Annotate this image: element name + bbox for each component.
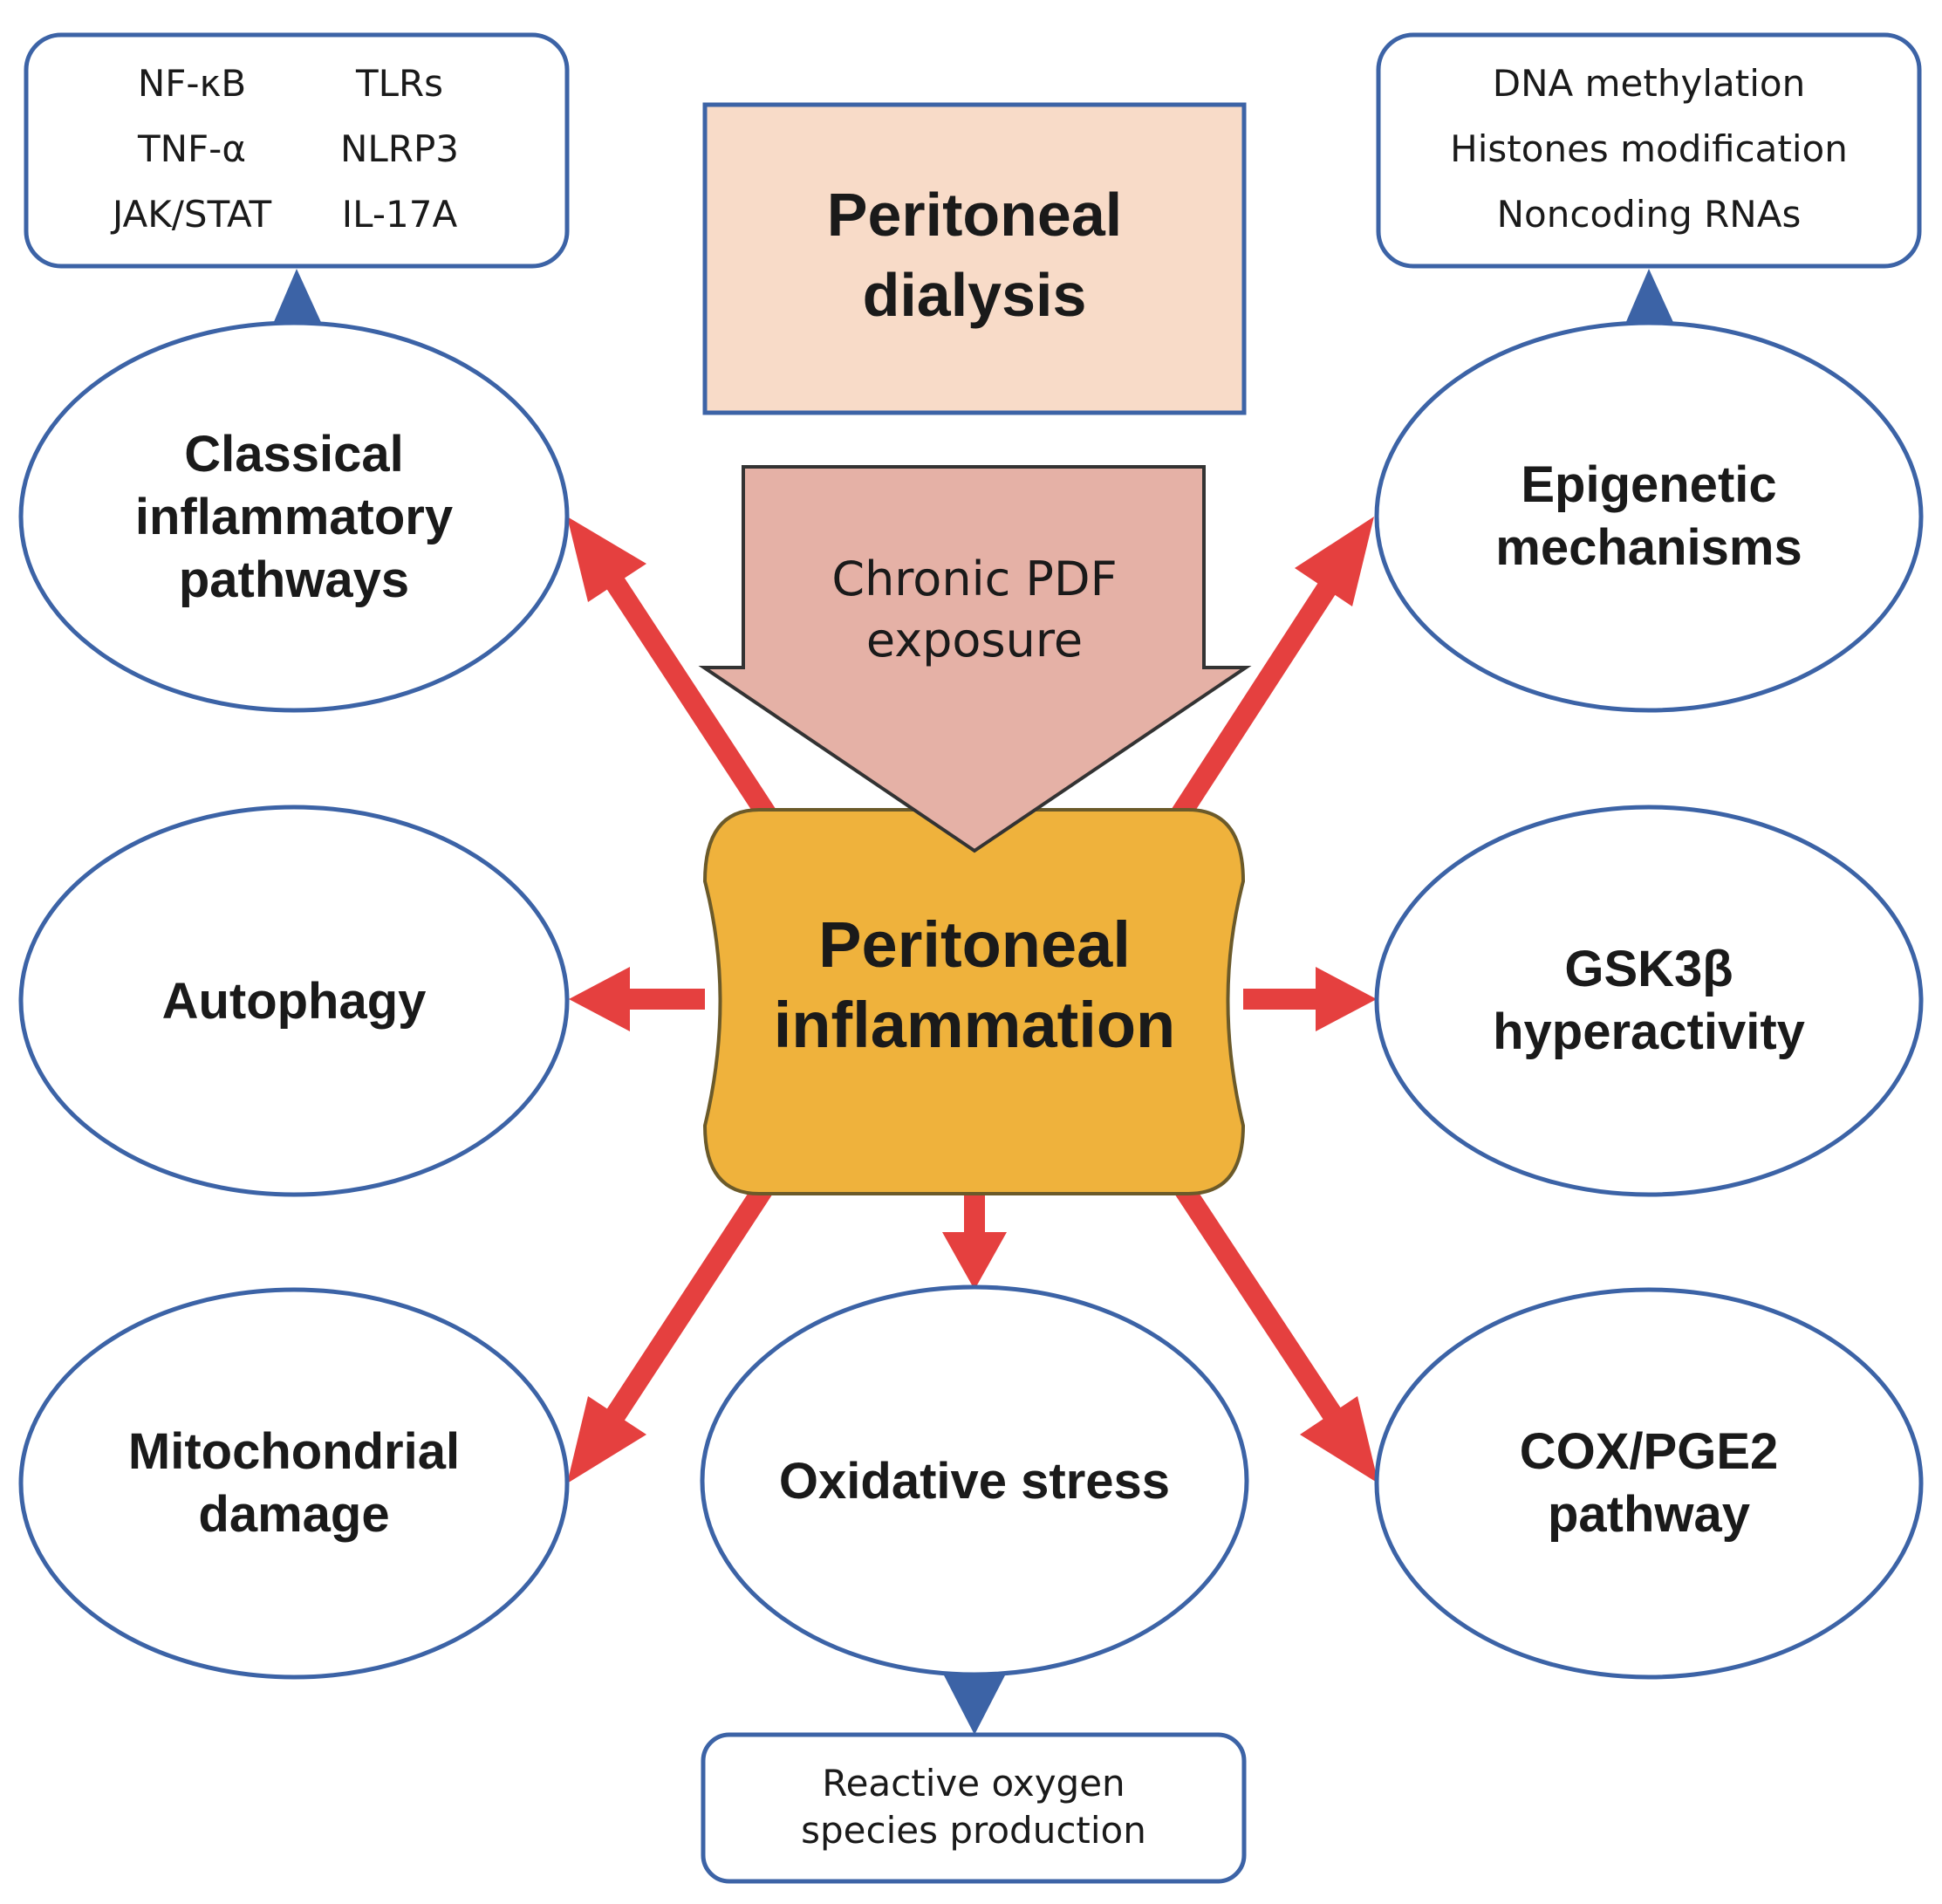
epigenetic-mechanisms-line2: mechanisms	[1495, 519, 1802, 576]
classical-detail-nlrp3: NLRP3	[340, 127, 459, 170]
oxidative-stress-label: Oxidative stress	[779, 1453, 1170, 1510]
oxidative-details-box: Reactive oxygen species production	[701, 1732, 1247, 1884]
oxidative-stress-ellipse	[700, 1284, 1249, 1677]
mitochondrial-damage-line1: Mitochondrial	[128, 1423, 460, 1480]
epigenetic-details-box: DNA methylation Histones modification No…	[1376, 32, 1922, 269]
cox-pge2-pathway-line1: COX/PGE2	[1520, 1423, 1779, 1480]
mitochondrial-damage-ellipse	[18, 1287, 570, 1680]
epigenetic-mechanisms-node: Epigenetic mechanisms	[1374, 320, 1924, 713]
arrow-to-epigenetic	[1170, 517, 1374, 822]
autophagy-ellipse	[18, 805, 570, 1197]
mitochondrial-damage-line2: damage	[198, 1486, 389, 1543]
mitochondrial-damage-node: Mitochondrial damage	[18, 1287, 570, 1680]
classical-detail-tnfa: TNF-α	[137, 127, 246, 170]
epigenetic-mechanisms-ellipse	[1374, 320, 1924, 713]
chronic-pdf-exposure-line2: exposure	[866, 613, 1083, 668]
oxidative-details-rect	[701, 1732, 1247, 1884]
arrow-to-oxidative	[942, 1194, 1007, 1290]
peritoneal-dialysis-line1: Peritoneal	[827, 181, 1122, 249]
epigenetic-detail-dna-methylation: DNA methylation	[1493, 62, 1805, 105]
gsk3b-hyperactivity-ellipse	[1374, 805, 1924, 1197]
oxidative-detail-connector	[944, 1675, 1005, 1735]
arrow-to-cox	[1170, 1176, 1378, 1483]
classical-detail-tlrs: TLRs	[355, 62, 443, 105]
gsk3b-hyperactivity-node: GSK3β hyperactivity	[1374, 805, 1924, 1197]
classical-details-rect	[24, 32, 570, 269]
peritoneal-inflammation-shape	[702, 808, 1246, 1195]
chronic-pdf-exposure-shape	[698, 465, 1252, 853]
cox-pge2-pathway-line2: pathway	[1548, 1486, 1750, 1543]
classical-pathways-line3: pathways	[179, 551, 409, 608]
arrow-to-gsk3b	[1243, 967, 1377, 1031]
epigenetic-details-rect	[1376, 32, 1922, 269]
chronic-pdf-exposure-arrow: Chronic PDF exposure	[698, 465, 1252, 853]
autophagy-label: Autophagy	[162, 973, 427, 1030]
peritoneal-inflammation-line1: Peritoneal	[818, 908, 1131, 981]
cox-pge2-pathway-ellipse	[1374, 1287, 1924, 1680]
cox-pge2-pathway-node: COX/PGE2 pathway	[1374, 1287, 1924, 1680]
peritoneal-inflammation-line2: inflammation	[774, 989, 1175, 1061]
classical-detail-connector	[270, 269, 325, 330]
arrow-to-mitochondrial	[567, 1176, 777, 1483]
peritoneal-dialysis-rect	[702, 102, 1247, 415]
classical-detail-il17a: IL-17A	[342, 193, 458, 236]
classical-details-box: NF-κB TNF-α JAK/STAT TLRs NLRP3 IL-17A	[24, 32, 570, 269]
gsk3b-hyperactivity-line2: hyperactivity	[1493, 1003, 1805, 1060]
arrow-to-classical	[567, 517, 777, 822]
classical-pathways-line2: inflammatory	[135, 489, 453, 545]
autophagy-node: Autophagy	[18, 805, 570, 1197]
classical-pathways-line1: Classical	[184, 426, 404, 483]
classical-pathways-node: Classical inflammatory pathways	[18, 320, 570, 713]
classical-pathways-ellipse	[18, 320, 570, 713]
oxidative-detail-line2: species production	[801, 1809, 1146, 1852]
oxidative-detail-line1: Reactive oxygen	[822, 1762, 1125, 1805]
epigenetic-detail-connector	[1623, 269, 1677, 330]
epigenetic-mechanisms-line1: Epigenetic	[1521, 456, 1776, 513]
classical-detail-jakstat: JAK/STAT	[110, 193, 272, 236]
peritoneal-dialysis-line2: dialysis	[863, 261, 1087, 329]
red-arrows	[567, 517, 1378, 1483]
chronic-pdf-exposure-line1: Chronic PDF	[831, 551, 1117, 606]
peritoneal-dialysis-box: Peritoneal dialysis	[702, 102, 1247, 415]
peritoneal-inflammation-node	[702, 808, 1246, 1195]
epigenetic-detail-histones: Histones modification	[1450, 127, 1848, 170]
epigenetic-detail-noncoding-rnas: Noncoding RNAs	[1497, 193, 1802, 236]
oxidative-stress-node: Oxidative stress	[700, 1284, 1249, 1677]
arrow-to-autophagy	[569, 967, 705, 1031]
gsk3b-hyperactivity-line1: GSK3β	[1564, 941, 1733, 997]
classical-detail-nfkb: NF-κB	[138, 62, 246, 105]
